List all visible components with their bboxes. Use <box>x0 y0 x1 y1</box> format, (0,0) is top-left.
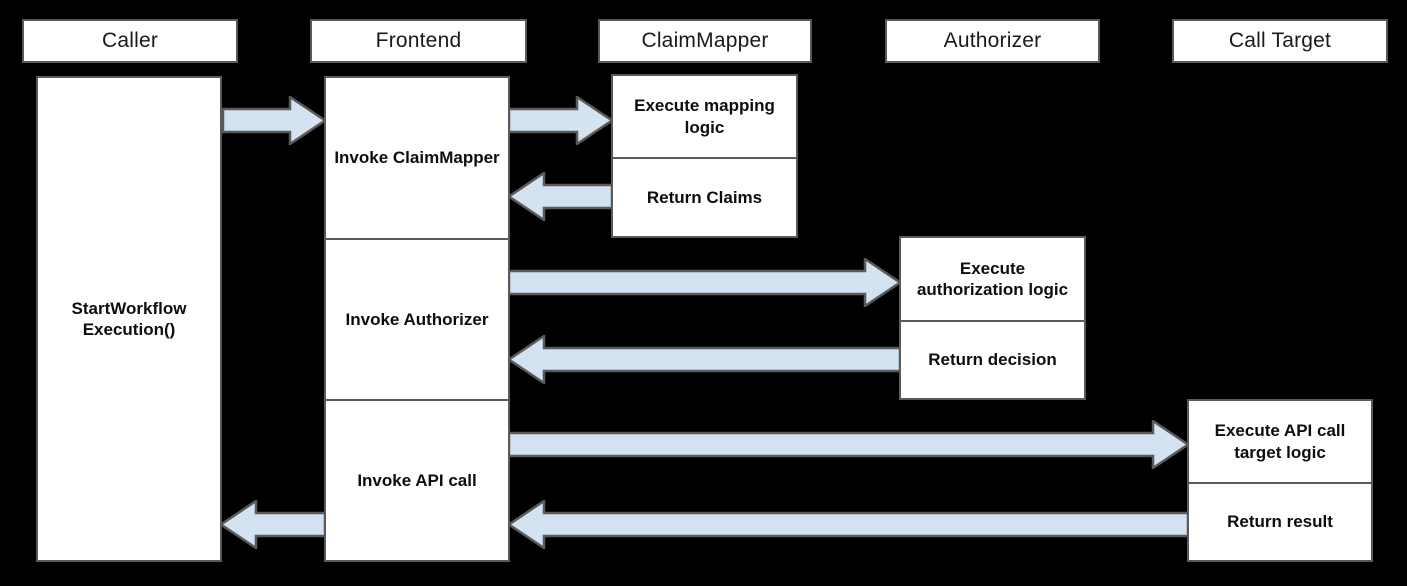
activation-segment-return-claims-label: Return Claims <box>646 187 763 207</box>
activation-segment-invoke-authorizer-label: Invoke Authorizer <box>345 309 489 329</box>
lifeline-header-authorizer-label: Authorizer <box>943 29 1042 52</box>
activation-segment-invoke-api-call: Invoke API call <box>326 399 508 560</box>
lifeline-header-claimmapper: ClaimMapper <box>598 19 812 63</box>
activation-frontend: Invoke ClaimMapper Invoke Authorizer Inv… <box>324 76 510 562</box>
message-arrow-frontend-to-claimmapper <box>508 96 613 145</box>
message-arrow-frontend-to-calltarget <box>508 420 1189 469</box>
activation-segment-return-decision-label: Return decision <box>928 350 1057 370</box>
activation-claimmapper: Execute mapping logic Return Claims <box>611 74 798 238</box>
activation-segment-invoke-authorizer: Invoke Authorizer <box>326 238 508 399</box>
activation-segment-execute-api-call-target-logic-label: Execute API call target logic <box>1214 421 1346 462</box>
message-arrow-frontend-to-caller <box>220 500 326 549</box>
message-arrow-caller-to-frontend <box>222 96 326 145</box>
activation-segment-return-claims: Return Claims <box>613 157 796 236</box>
activation-segment-execute-authorization-logic-label: Execute authorization logic <box>916 258 1069 299</box>
activation-segment-execute-authorization-logic: Execute authorization logic <box>901 238 1084 320</box>
activation-segment-execute-api-call-target-logic: Execute API call target logic <box>1189 401 1371 482</box>
activation-segment-return-result: Return result <box>1189 482 1371 560</box>
message-arrow-calltarget-to-frontend <box>508 500 1189 549</box>
lifeline-header-caller-label: Caller <box>101 29 159 52</box>
activation-segment-return-result-label: Return result <box>1227 512 1333 532</box>
activation-segment-execute-mapping-logic: Execute mapping logic <box>613 76 796 157</box>
lifeline-header-frontend: Frontend <box>310 19 527 63</box>
lifeline-header-caller: Caller <box>22 19 238 63</box>
message-arrow-frontend-to-authorizer <box>508 258 901 307</box>
lifeline-header-frontend-label: Frontend <box>375 29 462 52</box>
activation-segment-invoke-api-call-label: Invoke API call <box>357 470 477 490</box>
lifeline-header-calltarget-label: Call Target <box>1228 29 1332 52</box>
lifeline-header-authorizer: Authorizer <box>885 19 1100 63</box>
activation-calltarget: Execute API call target logic Return res… <box>1187 399 1373 562</box>
activation-segment-start-workflow: StartWorkflow Execution() <box>38 78 220 560</box>
activation-segment-return-decision: Return decision <box>901 320 1084 398</box>
activation-segment-invoke-claimmapper-label: Invoke ClaimMapper <box>334 148 500 168</box>
lifeline-header-claimmapper-label: ClaimMapper <box>641 29 769 52</box>
activation-segment-execute-mapping-logic-label: Execute mapping logic <box>634 96 775 137</box>
activation-caller: StartWorkflow Execution() <box>36 76 222 562</box>
message-arrow-authorizer-to-frontend <box>508 335 901 384</box>
activation-authorizer: Execute authorization logic Return decis… <box>899 236 1086 400</box>
message-arrow-claimmapper-to-frontend <box>508 172 613 221</box>
lifeline-header-calltarget: Call Target <box>1172 19 1388 63</box>
activation-segment-start-workflow-label: StartWorkflow Execution() <box>71 298 187 339</box>
activation-segment-invoke-claimmapper: Invoke ClaimMapper <box>326 78 508 238</box>
